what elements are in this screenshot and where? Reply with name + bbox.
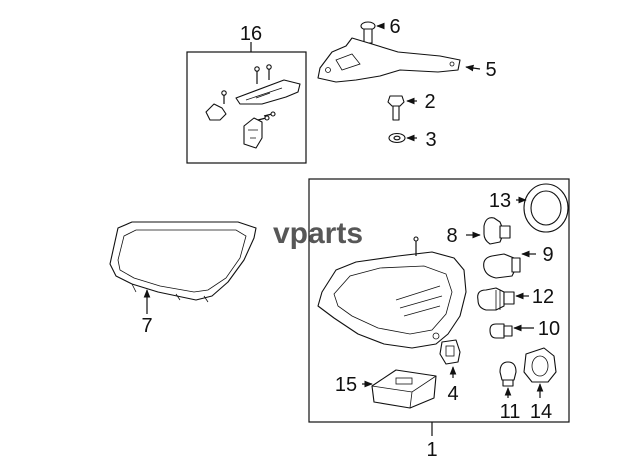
part-6-clip: 6 bbox=[360, 16, 401, 44]
callout-15: 15 bbox=[335, 374, 357, 396]
part-2-bolt: 2 bbox=[387, 91, 436, 121]
kit-box-frame bbox=[186, 51, 307, 164]
mounting-kit-group: 16 bbox=[186, 23, 307, 164]
callout-12: 12 bbox=[532, 286, 554, 308]
headlamp-assembly-group: 1 bbox=[308, 178, 570, 461]
part-9-bulb: 9 bbox=[483, 244, 554, 279]
callout-6: 6 bbox=[389, 16, 400, 38]
part-13-seal: 13 bbox=[489, 183, 569, 233]
part-4-socket: 4 bbox=[439, 339, 461, 405]
callout-3: 3 bbox=[425, 129, 436, 151]
callout-7: 7 bbox=[141, 315, 152, 337]
callout-11: 11 bbox=[500, 401, 521, 423]
callout-10: 10 bbox=[538, 318, 560, 340]
callout-8: 8 bbox=[446, 225, 457, 247]
part-14-socket: 14 bbox=[523, 347, 557, 423]
callout-13: 13 bbox=[489, 190, 511, 212]
kit-lower-bracket bbox=[243, 117, 263, 149]
callout-5: 5 bbox=[485, 59, 496, 81]
callout-1: 1 bbox=[426, 439, 437, 461]
watermark-text: vparts bbox=[273, 217, 363, 250]
callout-9: 9 bbox=[542, 244, 553, 266]
part-15-ballast: 15 bbox=[335, 369, 437, 409]
callout-16: 16 bbox=[240, 23, 262, 45]
part-8-bulb: 8 bbox=[446, 217, 511, 247]
kit-clip bbox=[205, 103, 227, 121]
part-5-bracket: 5 bbox=[317, 37, 497, 83]
part-11-bulb: 11 bbox=[499, 361, 521, 423]
part-7-lens-cover: 7 bbox=[109, 221, 257, 337]
callout-14: 14 bbox=[530, 401, 552, 423]
kit-screws bbox=[221, 64, 276, 121]
kit-bracket-plate bbox=[235, 79, 301, 105]
part-3-washer: 3 bbox=[388, 129, 437, 151]
callout-4: 4 bbox=[447, 383, 458, 405]
headlamp-housing bbox=[317, 251, 467, 349]
callout-2: 2 bbox=[424, 91, 435, 113]
part-12-bulb: 12 bbox=[477, 286, 554, 311]
part-10-bulb: 10 bbox=[489, 318, 560, 340]
assembly-box-frame bbox=[308, 178, 570, 423]
